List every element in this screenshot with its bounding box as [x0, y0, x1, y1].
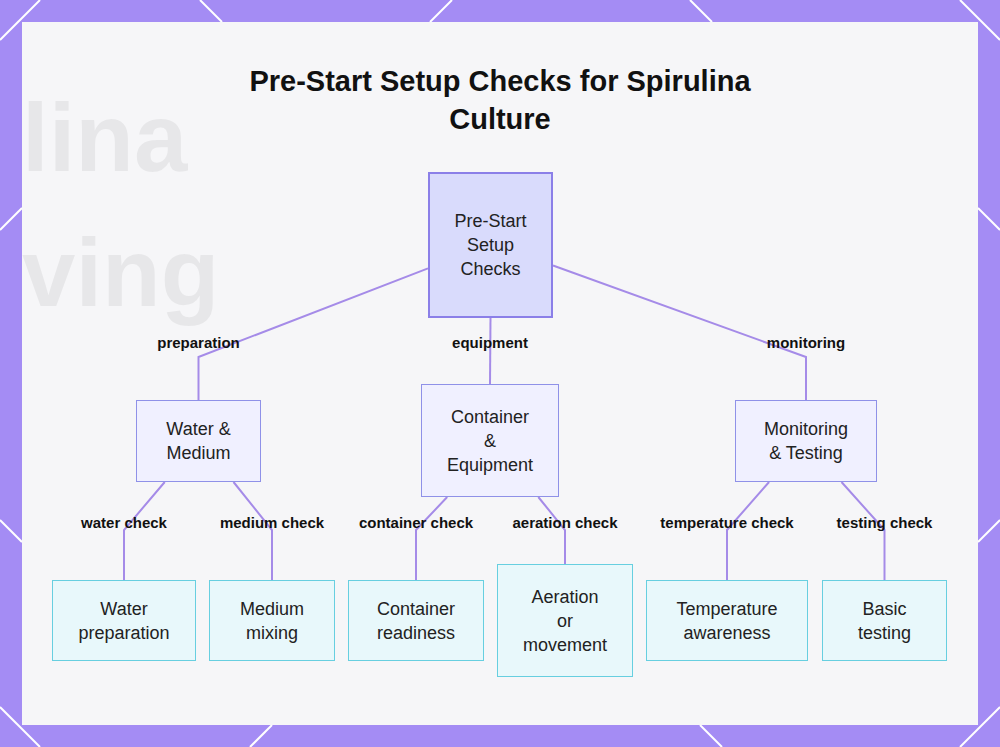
- connector-line: [234, 482, 273, 580]
- edge-label: preparation: [157, 334, 240, 351]
- check-box: Aeration or movement: [497, 564, 633, 677]
- node-label: Pre-Start Setup Checks: [443, 209, 538, 281]
- diagram-title: Pre-Start Setup Checks for Spirulina Cul…: [220, 62, 780, 138]
- node-label: Temperature awareness: [667, 597, 787, 645]
- check-box: Medium mixing: [209, 580, 335, 661]
- edge-label: container check: [359, 514, 473, 531]
- watermark-text: ving: [22, 225, 219, 321]
- category-box: Container & Equipment: [421, 384, 559, 497]
- node-label: Water preparation: [64, 597, 184, 645]
- edge-label: water check: [81, 514, 167, 531]
- check-box: Temperature awareness: [646, 580, 808, 661]
- check-box: Basic testing: [822, 580, 947, 661]
- connector-line: [489, 318, 492, 384]
- node-label: Aeration or movement: [523, 585, 608, 657]
- connector-line: [727, 482, 769, 580]
- node-label: Monitoring & Testing: [759, 417, 854, 465]
- connector-line: [538, 497, 565, 564]
- watermark-text: lina: [22, 90, 187, 186]
- check-box: Container readiness: [348, 580, 484, 661]
- connector-line: [842, 482, 885, 580]
- edge-label: medium check: [220, 514, 324, 531]
- edge-label: temperature check: [660, 514, 793, 531]
- check-box: Water preparation: [52, 580, 196, 661]
- connector-line: [124, 482, 165, 580]
- node-label: Container & Equipment: [446, 405, 534, 477]
- node-label: Basic testing: [840, 597, 930, 645]
- category-box: Water & Medium: [136, 400, 261, 482]
- connector-line: [416, 497, 447, 580]
- category-box: Monitoring & Testing: [735, 400, 877, 482]
- root-box: Pre-Start Setup Checks: [428, 172, 553, 318]
- connector-line: [553, 265, 806, 400]
- edge-label: testing check: [837, 514, 933, 531]
- edge-label: monitoring: [767, 334, 845, 351]
- edge-label: equipment: [452, 334, 528, 351]
- node-label: Medium mixing: [222, 597, 322, 645]
- edge-label: aeration check: [512, 514, 617, 531]
- node-label: Water & Medium: [151, 417, 246, 465]
- node-label: Container readiness: [361, 597, 471, 645]
